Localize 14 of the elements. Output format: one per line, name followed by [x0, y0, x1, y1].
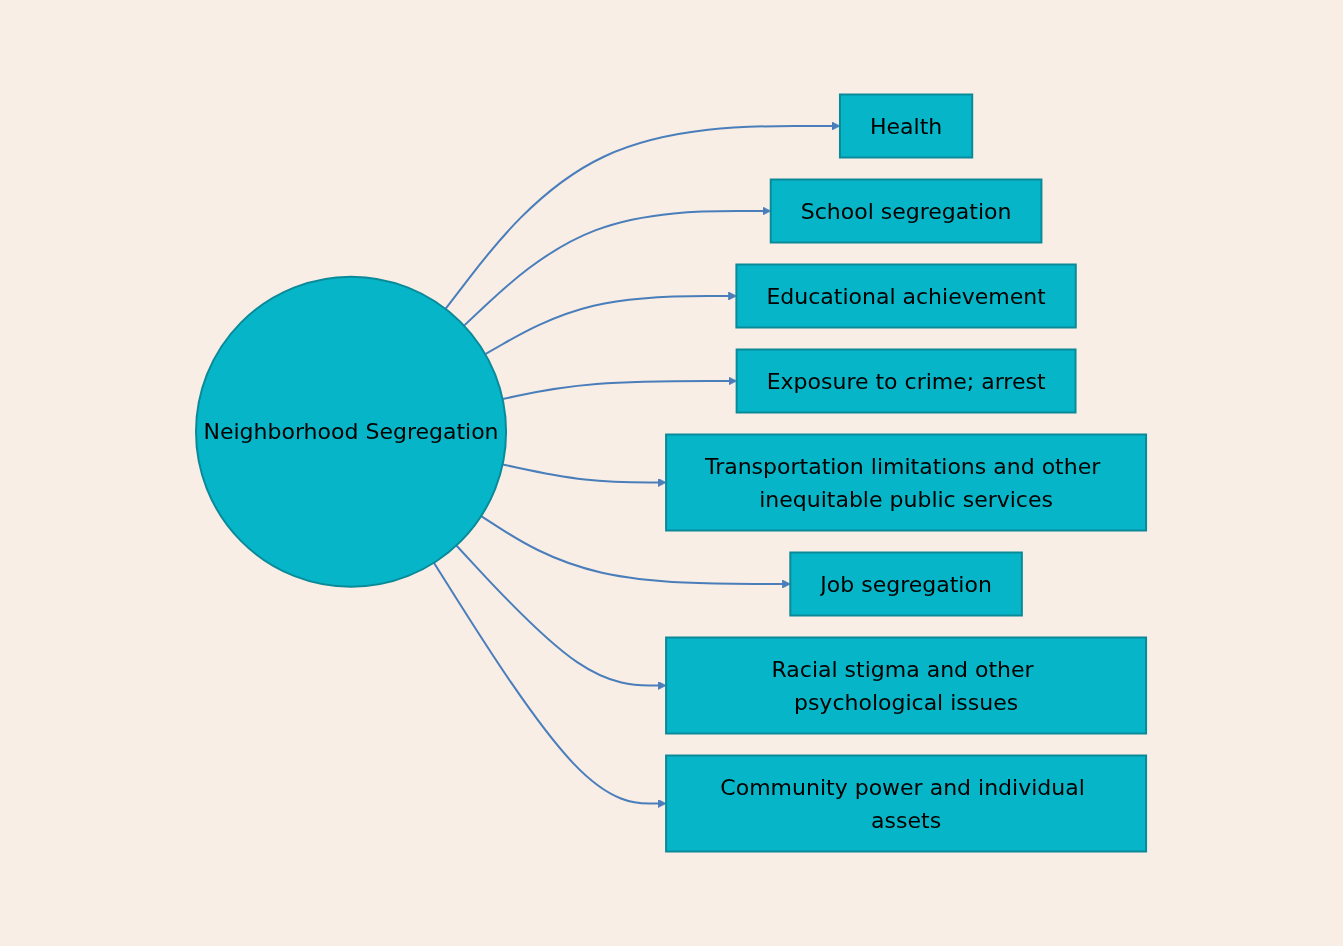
- node-circle: Neighborhood Segregation: [195, 275, 508, 588]
- arrow: [502, 463, 667, 487]
- arrow: [445, 121, 841, 310]
- node-box: Exposure to crime; arrest: [736, 348, 1077, 414]
- arrow: [433, 561, 667, 808]
- node-box: School segregation: [770, 178, 1043, 244]
- node-box: Transportation limitations and other inequitable public services: [665, 433, 1148, 532]
- node-box: Racial stigma and other psychological issues: [665, 636, 1148, 735]
- arrow: [502, 376, 738, 401]
- node-box: Health: [839, 93, 974, 159]
- arrow: [455, 544, 667, 690]
- node-box: Community power and individual assets: [665, 754, 1148, 853]
- node-box: Educational achievement: [735, 263, 1078, 329]
- arrow: [463, 206, 772, 327]
